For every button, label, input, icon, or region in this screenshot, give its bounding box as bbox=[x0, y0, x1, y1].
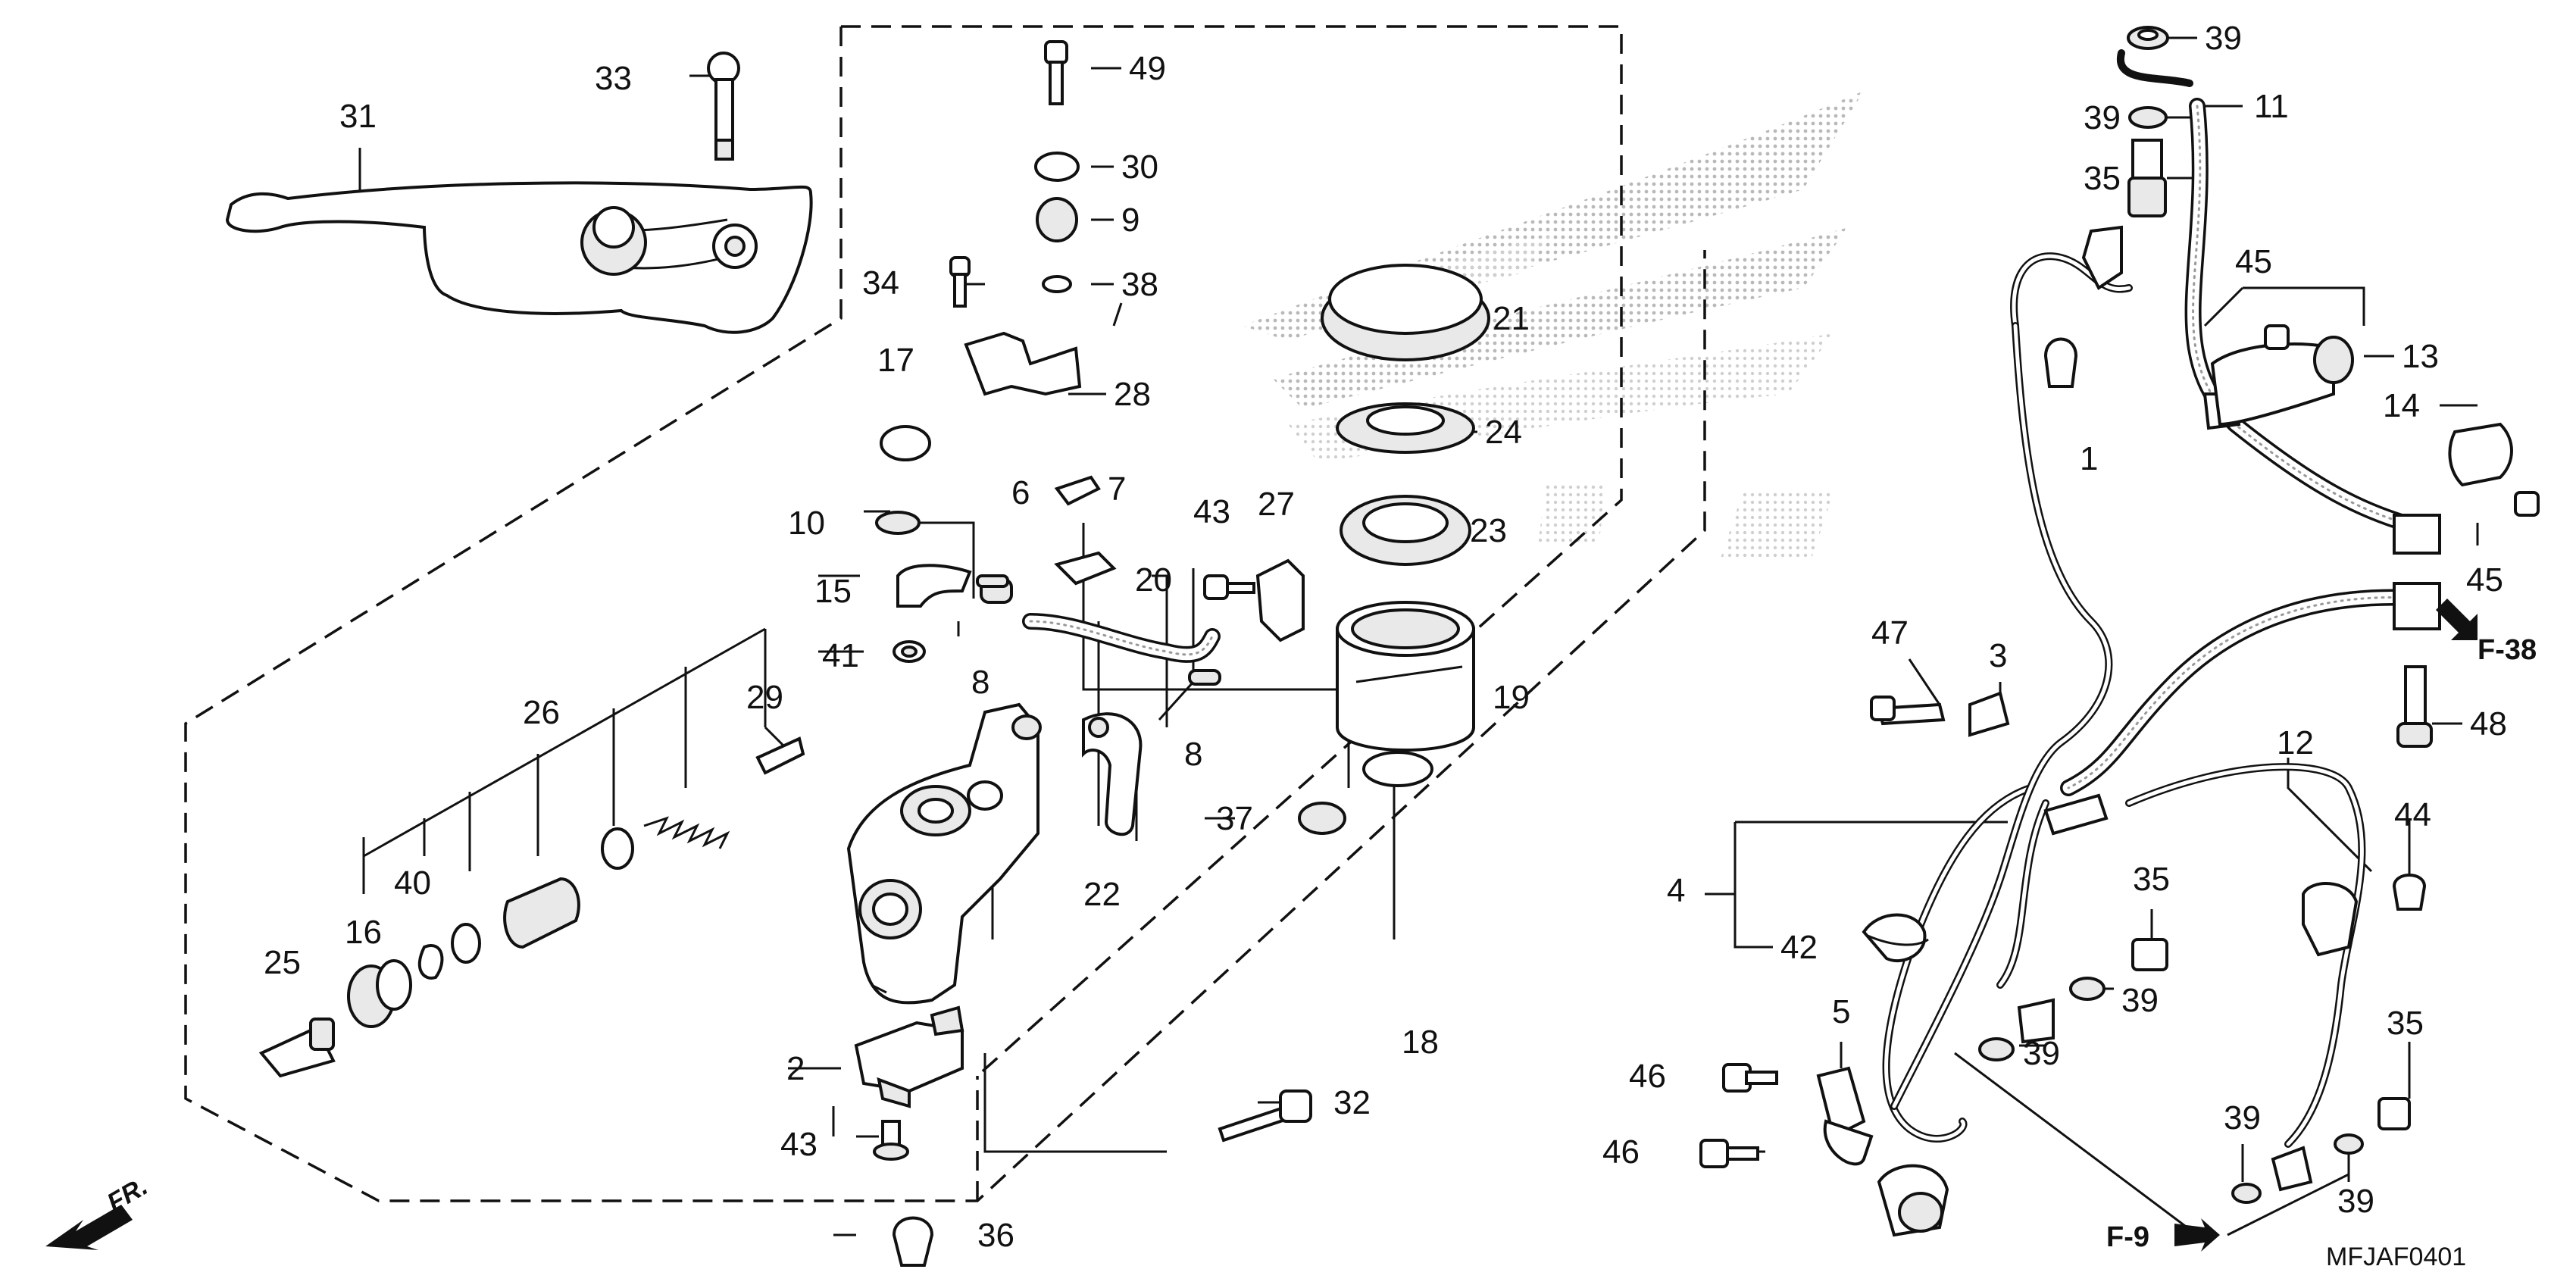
callout-numbers: 31 33 49 30 9 34 38 28 17 21 24 23 10 6 … bbox=[264, 20, 2507, 1254]
callout-42: 42 bbox=[1780, 929, 1818, 966]
callout-9: 9 bbox=[1121, 202, 1140, 239]
pivot-bolt bbox=[707, 52, 740, 161]
callout-1: 1 bbox=[2080, 440, 2098, 477]
callout-4: 4 bbox=[1667, 872, 1685, 909]
callout-2: 2 bbox=[786, 1050, 805, 1087]
callout-26: 26 bbox=[523, 694, 560, 731]
brake-hoses bbox=[1882, 98, 2440, 1148]
front-direction-arrow: FR. bbox=[45, 1172, 152, 1250]
callout-37: 37 bbox=[1216, 800, 1253, 837]
diagram-code: MFJAF0401 bbox=[2326, 1243, 2466, 1271]
callout-8-right: 8 bbox=[1184, 736, 1202, 773]
ref-f9: F-9 bbox=[2106, 1218, 2220, 1253]
callout-6: 6 bbox=[1011, 474, 1030, 511]
callout-38: 38 bbox=[1121, 266, 1158, 303]
callout-10: 10 bbox=[788, 505, 825, 542]
callout-24: 24 bbox=[1485, 414, 1522, 451]
callout-22: 22 bbox=[1083, 876, 1121, 913]
callout-49: 49 bbox=[1129, 50, 1166, 87]
callout-40: 40 bbox=[394, 864, 431, 902]
callout-43-lower: 43 bbox=[780, 1126, 818, 1163]
callout-5: 5 bbox=[1832, 993, 1850, 1030]
callout-34: 34 bbox=[862, 264, 899, 302]
callout-39-top: 39 bbox=[2205, 20, 2242, 57]
ref-f9-label: F-9 bbox=[2106, 1221, 2149, 1253]
callout-15: 15 bbox=[814, 573, 852, 610]
callout-20: 20 bbox=[1135, 561, 1172, 599]
callout-32: 32 bbox=[1333, 1084, 1371, 1121]
brake-lever bbox=[225, 181, 813, 334]
callout-36: 36 bbox=[977, 1217, 1014, 1254]
callout-45-upper: 45 bbox=[2235, 243, 2272, 280]
callout-35-lower: 35 bbox=[2387, 1005, 2424, 1042]
ref-f38: F-38 bbox=[2436, 599, 2537, 666]
callout-39-mid: 39 bbox=[2121, 982, 2159, 1019]
callout-39-second: 39 bbox=[2084, 99, 2121, 136]
callout-45-lower: 45 bbox=[2466, 561, 2503, 599]
assembly-boundary bbox=[184, 25, 1706, 1202]
reservoir-hose bbox=[875, 425, 1221, 663]
callout-27: 27 bbox=[1258, 486, 1295, 523]
callout-44: 44 bbox=[2394, 796, 2431, 833]
hose-fittings bbox=[1699, 26, 2540, 1237]
callout-11: 11 bbox=[2254, 88, 2289, 125]
lower-bolts bbox=[873, 1089, 1312, 1267]
callout-17: 17 bbox=[877, 342, 914, 379]
brake-switch bbox=[854, 1005, 964, 1108]
front-label: FR. bbox=[102, 1172, 152, 1218]
callout-19: 19 bbox=[1493, 679, 1530, 716]
callout-13: 13 bbox=[2402, 338, 2439, 375]
reservoir bbox=[1298, 264, 1490, 835]
callout-18: 18 bbox=[1402, 1024, 1439, 1061]
callout-7: 7 bbox=[1108, 470, 1126, 508]
callout-3: 3 bbox=[1989, 637, 2007, 674]
callout-39-bottom-right: 39 bbox=[2337, 1183, 2374, 1220]
callout-41: 41 bbox=[822, 637, 859, 674]
callout-47: 47 bbox=[1871, 614, 1909, 652]
callout-48: 48 bbox=[2470, 705, 2507, 742]
callout-23: 23 bbox=[1470, 512, 1507, 549]
master-cylinder-body bbox=[846, 702, 1042, 1005]
callout-8-left: 8 bbox=[971, 664, 989, 701]
callout-35-top: 35 bbox=[2084, 160, 2121, 197]
callout-21: 21 bbox=[1493, 300, 1530, 337]
callout-14: 14 bbox=[2383, 387, 2420, 424]
piston-set bbox=[258, 736, 805, 1078]
ref-f38-label: F-38 bbox=[2478, 634, 2537, 666]
callout-43-upper: 43 bbox=[1193, 493, 1230, 530]
callout-33: 33 bbox=[595, 60, 632, 97]
callout-39-bottom-left: 39 bbox=[2224, 1099, 2261, 1136]
callout-39-lowmid: 39 bbox=[2023, 1035, 2060, 1072]
callout-16: 16 bbox=[345, 914, 382, 951]
reservoir-stay-and-bolts bbox=[949, 40, 1305, 686]
callout-46-upper: 46 bbox=[1629, 1058, 1666, 1095]
callout-46-lower: 46 bbox=[1602, 1133, 1640, 1171]
master-cylinder-holder bbox=[1082, 712, 1143, 836]
callout-29: 29 bbox=[746, 679, 783, 716]
callout-28: 28 bbox=[1114, 376, 1151, 413]
callout-31: 31 bbox=[339, 98, 377, 135]
callout-12: 12 bbox=[2277, 724, 2314, 761]
callout-30: 30 bbox=[1121, 148, 1158, 186]
callout-35-mid: 35 bbox=[2133, 861, 2170, 898]
callout-25: 25 bbox=[264, 944, 301, 981]
